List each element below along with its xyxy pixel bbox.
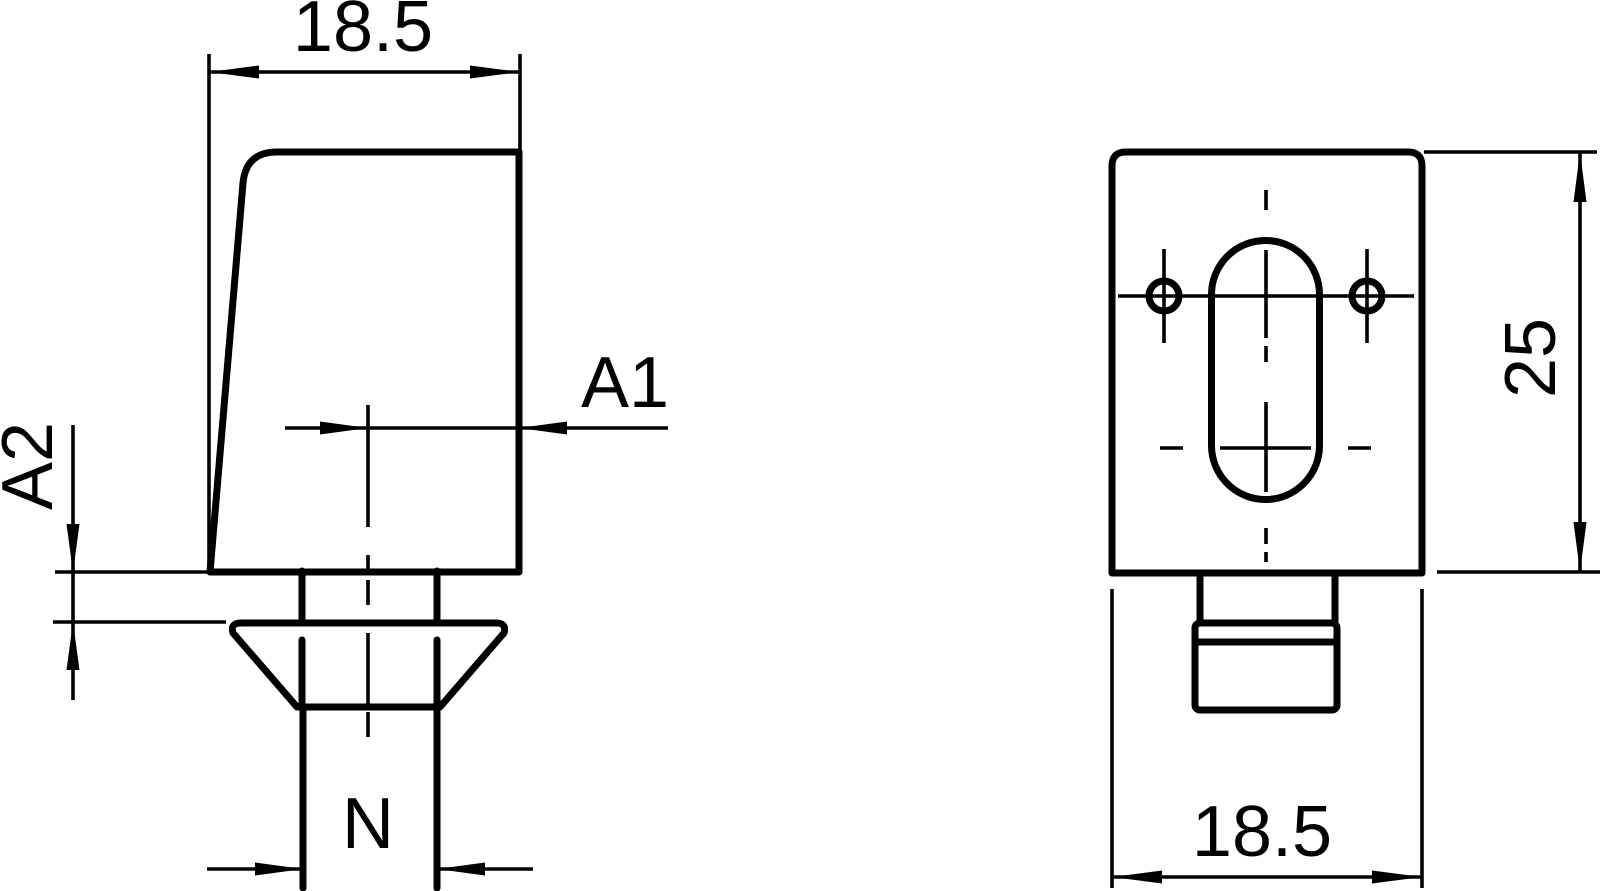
arrowhead-at-centerline bbox=[320, 421, 368, 435]
dim-side-width: 18.5 bbox=[207, 0, 522, 570]
arrowhead-at-right-edge bbox=[437, 862, 485, 876]
dimension-label: 18.5 bbox=[293, 0, 433, 67]
arrowhead-right bbox=[1372, 870, 1422, 884]
dim-a2: A2 bbox=[0, 422, 226, 700]
dimension-label: A2 bbox=[0, 422, 68, 510]
arrowhead-left bbox=[1112, 870, 1162, 884]
dimension-label: 25 bbox=[1491, 318, 1571, 398]
arrowhead-right bbox=[470, 65, 520, 79]
front-view-slot bbox=[1208, 237, 1323, 503]
arrowhead-up bbox=[1573, 152, 1587, 202]
dim-front-height: 25 bbox=[1424, 150, 1600, 574]
arrowhead-left bbox=[209, 65, 259, 79]
arrowhead-at-right-face bbox=[519, 421, 567, 435]
arrowhead-down bbox=[66, 524, 80, 572]
dimension-label: A1 bbox=[581, 343, 669, 423]
side-view-head-outline bbox=[206, 148, 523, 576]
dim-a1: A1 bbox=[285, 343, 669, 435]
dimension-label: N bbox=[342, 784, 394, 864]
side-view bbox=[206, 148, 523, 891]
arrowhead-at-left-edge bbox=[255, 862, 303, 876]
front-view bbox=[1108, 148, 1426, 714]
arrowhead-down bbox=[1573, 522, 1587, 572]
dimension-label: 18.5 bbox=[1192, 792, 1332, 872]
front-view-plate-outline bbox=[1108, 148, 1426, 577]
dim-n: N bbox=[207, 784, 533, 876]
arrowhead-up bbox=[66, 622, 80, 670]
side-view-collar-outline bbox=[228, 619, 509, 711]
front-view-stem-block bbox=[1191, 619, 1341, 714]
dim-front-width: 18.5 bbox=[1110, 589, 1424, 888]
